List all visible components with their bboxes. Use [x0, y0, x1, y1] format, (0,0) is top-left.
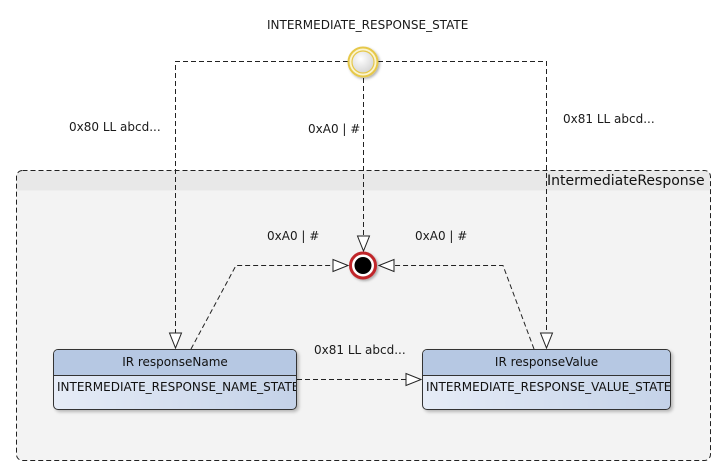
transition-initial-to-value[interactable]	[378, 61, 547, 334]
arrowhead-icon	[356, 235, 371, 253]
state-title: IR responseName	[54, 350, 296, 376]
arrowhead-icon	[168, 332, 183, 350]
transition-label: 0xA0 | #	[415, 229, 468, 243]
arrowhead-icon	[377, 258, 395, 273]
final-state-icon[interactable]	[349, 251, 377, 280]
state-title: IR responseValue	[423, 350, 670, 376]
state-response-name[interactable]: IR responseName INTERMEDIATE_RESPONSE_NA…	[53, 349, 297, 410]
state-body: INTERMEDIATE_RESPONSE_NAME_STATE	[57, 380, 297, 394]
transition-label: 0x80 LL abcd...	[69, 120, 161, 134]
transition-label: 0xA0 | #	[308, 122, 361, 136]
composite-state-title: IntermediateResponse	[547, 173, 705, 189]
transition-label: 0xA0 | #	[267, 229, 320, 243]
transition-initial-to-name[interactable]	[175, 61, 349, 334]
arrowhead-icon	[539, 332, 554, 350]
state-body: INTERMEDIATE_RESPONSE_VALUE_STATE	[426, 380, 671, 394]
transition-label: 0x81 LL abcd...	[563, 112, 655, 126]
arrowhead-icon	[405, 372, 423, 387]
arrowhead-icon	[332, 258, 350, 273]
initial-state-icon[interactable]	[347, 46, 379, 78]
initial-state-label: INTERMEDIATE_RESPONSE_STATE	[267, 18, 469, 32]
transition-label: 0x81 LL abcd...	[314, 343, 406, 357]
transition-value-to-final[interactable]	[394, 265, 535, 350]
state-response-value[interactable]: IR responseValue INTERMEDIATE_RESPONSE_V…	[422, 349, 671, 410]
